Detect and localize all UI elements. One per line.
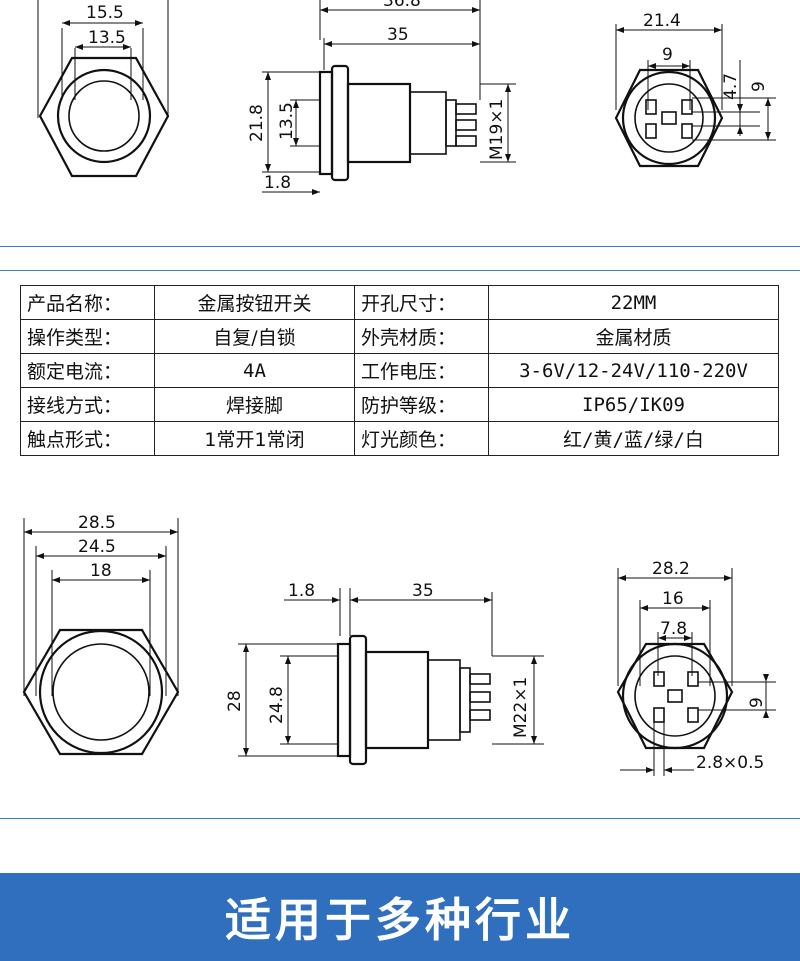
spec-value: IP65/IK09 [488, 387, 779, 422]
bottom-side-dim-button: 24.8 [267, 686, 287, 724]
table-row: 接线方式： 焊接脚 防护等级： IP65/IK09 [20, 387, 779, 422]
top-side-view: 36.8 35 21.8 [247, 0, 516, 195]
top-side-dim-total: 36.8 [383, 0, 421, 11]
bottom-front-dim-mid: 24.5 [78, 537, 116, 557]
top-side-dim-body: 35 [387, 25, 409, 45]
separator-top [0, 246, 800, 247]
bottom-rear-dim-mid: 16 [662, 589, 684, 609]
top-drawing-panel: 15.5 13.5 36.8 35 [0, 0, 800, 246]
top-front-view: 15.5 13.5 [37, 0, 170, 178]
separator-bottom [0, 818, 800, 819]
bottom-side-dim-flange: 1.8 [288, 581, 315, 601]
spec-label: 灯光颜色： [354, 421, 489, 456]
spec-label: 产品名称： [20, 285, 155, 320]
industry-banner: 适用于多种行业 [0, 873, 800, 961]
bottom-rear-dim-width: 28.2 [652, 559, 690, 579]
top-rear-dim-pin-spacing: 9 [749, 81, 769, 92]
bottom-rear-dim-pin-spacing: 9 [747, 697, 767, 708]
spec-value: 4A [154, 353, 355, 388]
top-side-dim-flange: 1.8 [264, 173, 291, 193]
separator-table-top [0, 270, 800, 271]
top-rear-dim-pin-offset: 4.7 [721, 73, 741, 100]
spec-value: 焊接脚 [154, 387, 355, 422]
bottom-rear-dim-pin-size: 2.8×0.5 [696, 753, 764, 773]
bottom-side-dim-body: 35 [412, 581, 434, 601]
bottom-drawing-panel: 28.5 24.5 18 1.8 [0, 496, 800, 818]
spec-label: 接线方式： [20, 387, 155, 422]
spec-label: 操作类型： [20, 319, 155, 354]
table-row: 额定电流： 4A 工作电压： 3-6V/12-24V/110-220V [20, 353, 779, 388]
bottom-side-dim-height: 28 [225, 690, 245, 712]
banner-title: 适用于多种行业 [225, 893, 575, 947]
top-side-thread: M19×1 [487, 99, 507, 160]
table-row: 操作类型： 自复/自锁 外壳材质： 金属材质 [20, 319, 779, 354]
spec-value: 金属材质 [488, 319, 779, 354]
bottom-rear-view: 28.2 16 7.8 9 [616, 559, 776, 776]
spec-label: 外壳材质： [354, 319, 489, 354]
table-row: 产品名称： 金属按钮开关 开孔尺寸： 22MM [20, 285, 779, 320]
bottom-front-dim-outer: 28.5 [78, 513, 116, 533]
top-rear-dim-width: 21.4 [643, 11, 681, 31]
bottom-front-view: 28.5 24.5 18 [22, 513, 180, 756]
top-front-dim-inner: 13.5 [88, 28, 126, 48]
spec-value: 3-6V/12-24V/110-220V [488, 353, 779, 388]
spec-value: 自复/自锁 [154, 319, 355, 354]
spec-value: 红/黄/蓝/绿/白 [488, 421, 779, 456]
top-front-dim-outer: 15.5 [86, 3, 124, 23]
top-side-dim-height: 21.8 [247, 104, 267, 142]
top-rear-view: 21.4 9 4.7 9 [614, 11, 776, 168]
spec-table: 产品名称： 金属按钮开关 开孔尺寸： 22MM 操作类型： 自复/自锁 外壳材质… [20, 285, 779, 456]
bottom-technical-drawing: 28.5 24.5 18 1.8 [22, 513, 776, 776]
top-rear-dim-pins: 9 [662, 45, 673, 65]
table-row: 触点形式： 1常开1常闭 灯光颜色： 红/黄/蓝/绿/白 [20, 421, 779, 456]
spec-label: 开孔尺寸： [354, 285, 489, 320]
top-technical-drawing: 15.5 13.5 36.8 35 [37, 0, 776, 195]
spec-label: 触点形式： [20, 421, 155, 456]
bottom-side-thread: M22×1 [511, 677, 531, 738]
top-side-dim-button: 13.5 [277, 102, 297, 140]
spec-value: 22MM [488, 285, 779, 320]
bottom-side-view: 1.8 35 28 24.8 [225, 581, 544, 766]
spec-label: 防护等级： [354, 387, 489, 422]
bottom-front-dim-inner: 18 [90, 561, 112, 581]
spec-label: 额定电流： [20, 353, 155, 388]
bottom-rear-dim-pins: 7.8 [660, 619, 687, 639]
spec-label: 工作电压： [354, 353, 489, 388]
spec-value: 1常开1常闭 [154, 421, 355, 456]
spec-value: 金属按钮开关 [154, 285, 355, 320]
